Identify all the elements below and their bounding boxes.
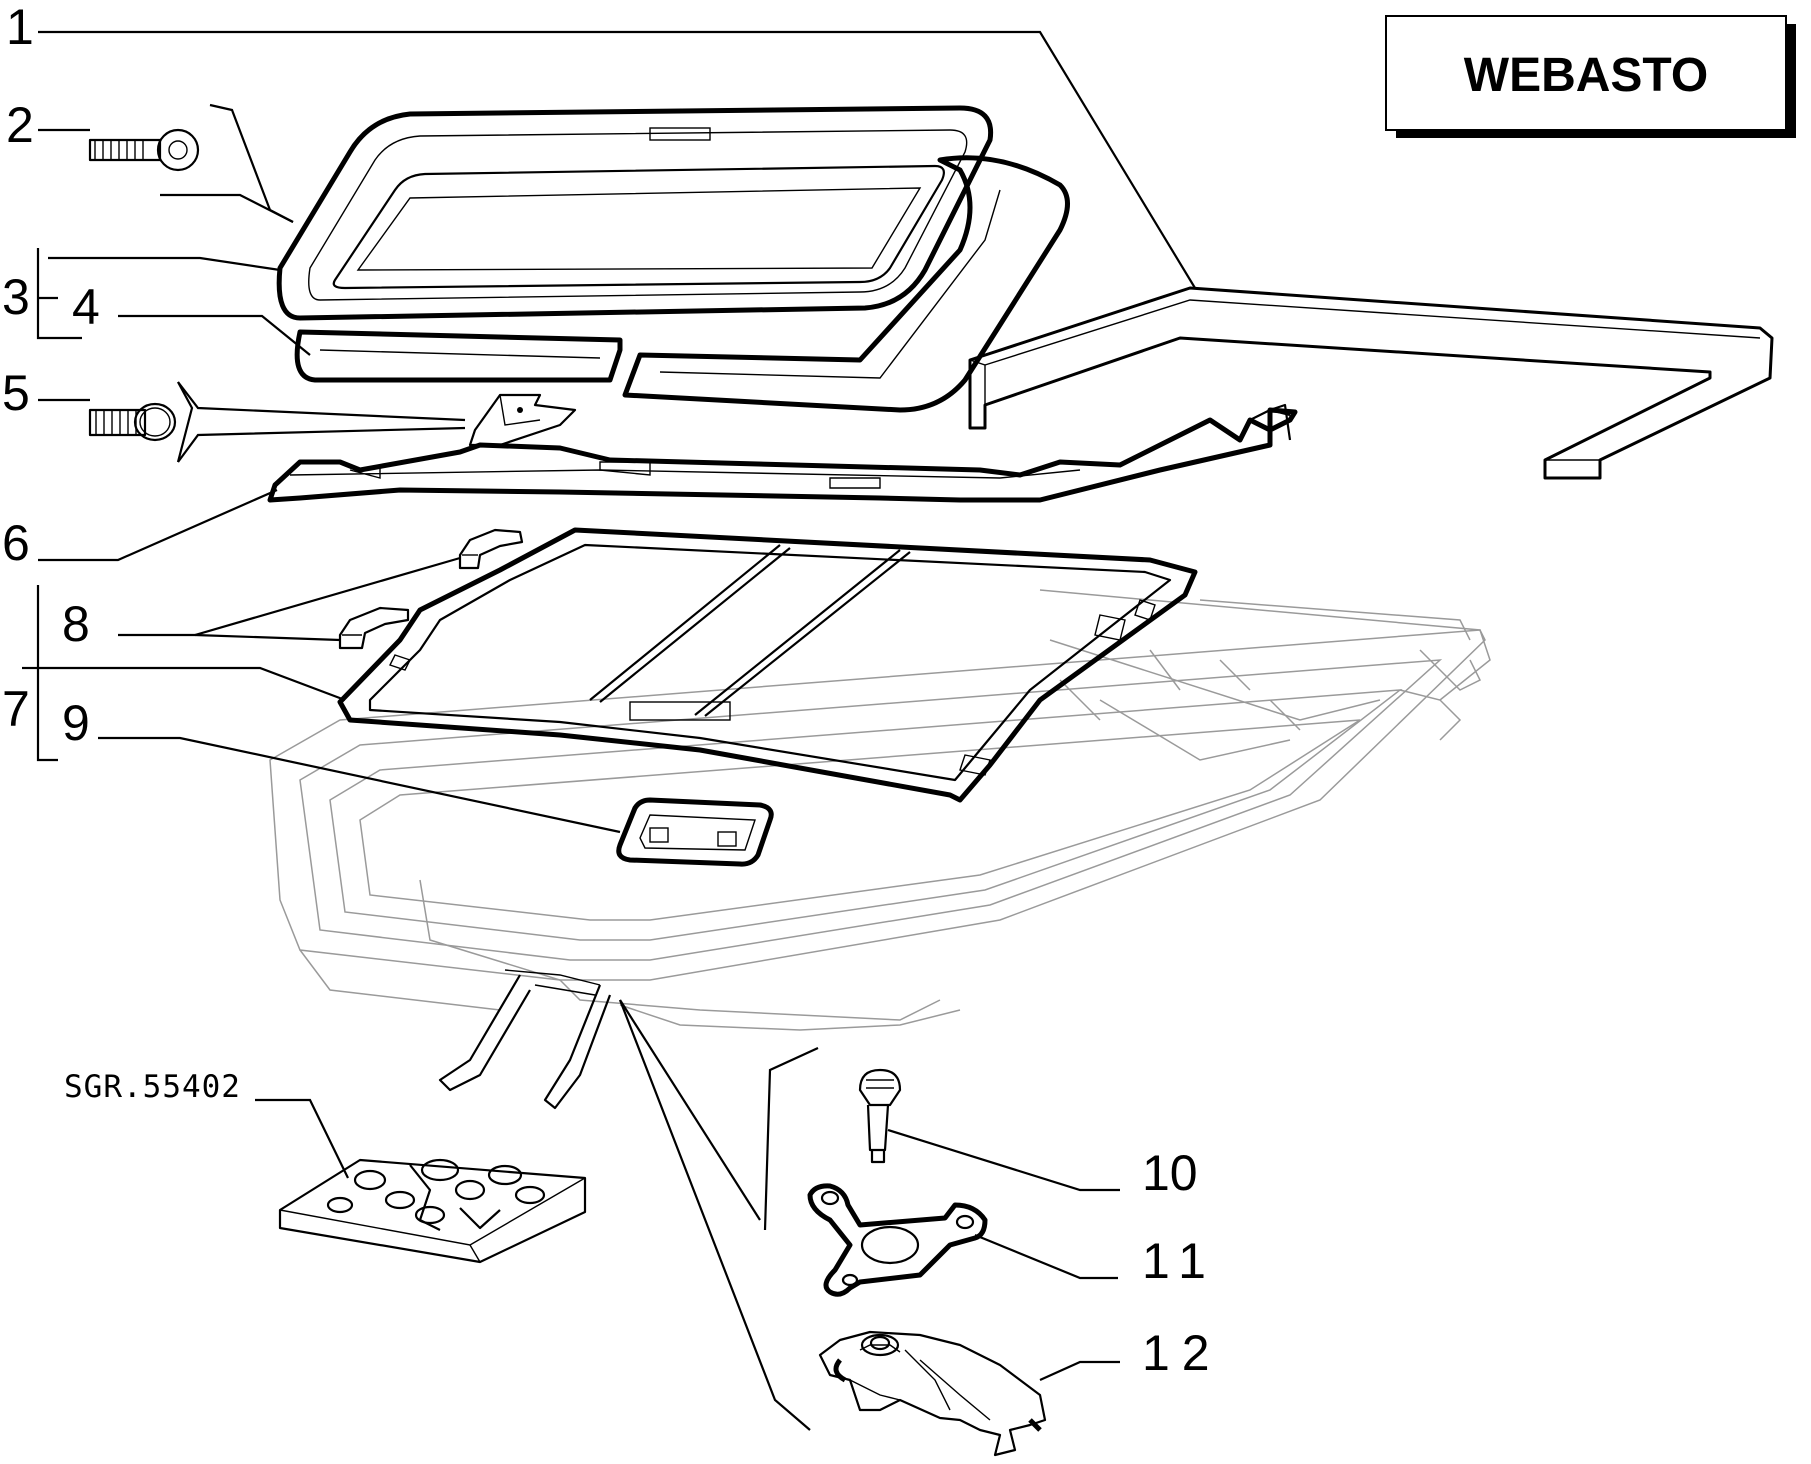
brand-label: WEBASTO	[1464, 49, 1708, 102]
callout-11: 11	[1142, 1233, 1218, 1289]
callout-4: 4	[72, 279, 100, 335]
callout-1: 1	[6, 0, 34, 55]
part-9-handle	[616, 797, 774, 867]
callout-3: 3	[2, 269, 30, 325]
callout-7: 7	[2, 681, 30, 737]
part-10-screw	[858, 1068, 902, 1164]
part-3-glass-panel	[276, 105, 994, 321]
callout-5: 5	[2, 365, 30, 421]
part-7-sunshade	[337, 527, 1198, 803]
drive-bracket	[438, 969, 612, 1110]
part-5-bracket	[468, 393, 577, 447]
roof-frame-outline	[269, 589, 1491, 1031]
callout-6: 6	[2, 515, 30, 571]
part-8-clip-upper	[458, 528, 524, 570]
brand-box: WEBASTO	[1385, 15, 1796, 138]
part-2-bolt	[88, 128, 200, 172]
callout-10: 10	[1142, 1145, 1198, 1201]
callout-9: 9	[62, 695, 90, 751]
part-8-clip-lower	[338, 606, 410, 650]
part-1-seal-strip	[968, 286, 1774, 480]
reference-kit	[278, 1158, 587, 1264]
callout-12: 12	[1142, 1325, 1222, 1381]
part-6-guide-rail	[267, 403, 1298, 503]
callout-2: 2	[6, 97, 34, 153]
reference-label: SGR.55402	[64, 1069, 241, 1105]
part-11-mount-plate	[807, 1183, 988, 1297]
callout-8: 8	[62, 596, 90, 652]
callout-labels: 1 2 3 4 5 6 7 8 9 10 11 12 SGR.55402	[2, 0, 1222, 1381]
part-5-bolt	[88, 402, 177, 442]
leader-lines	[22, 30, 1196, 1431]
part-12-motor-housing	[818, 1330, 1047, 1457]
